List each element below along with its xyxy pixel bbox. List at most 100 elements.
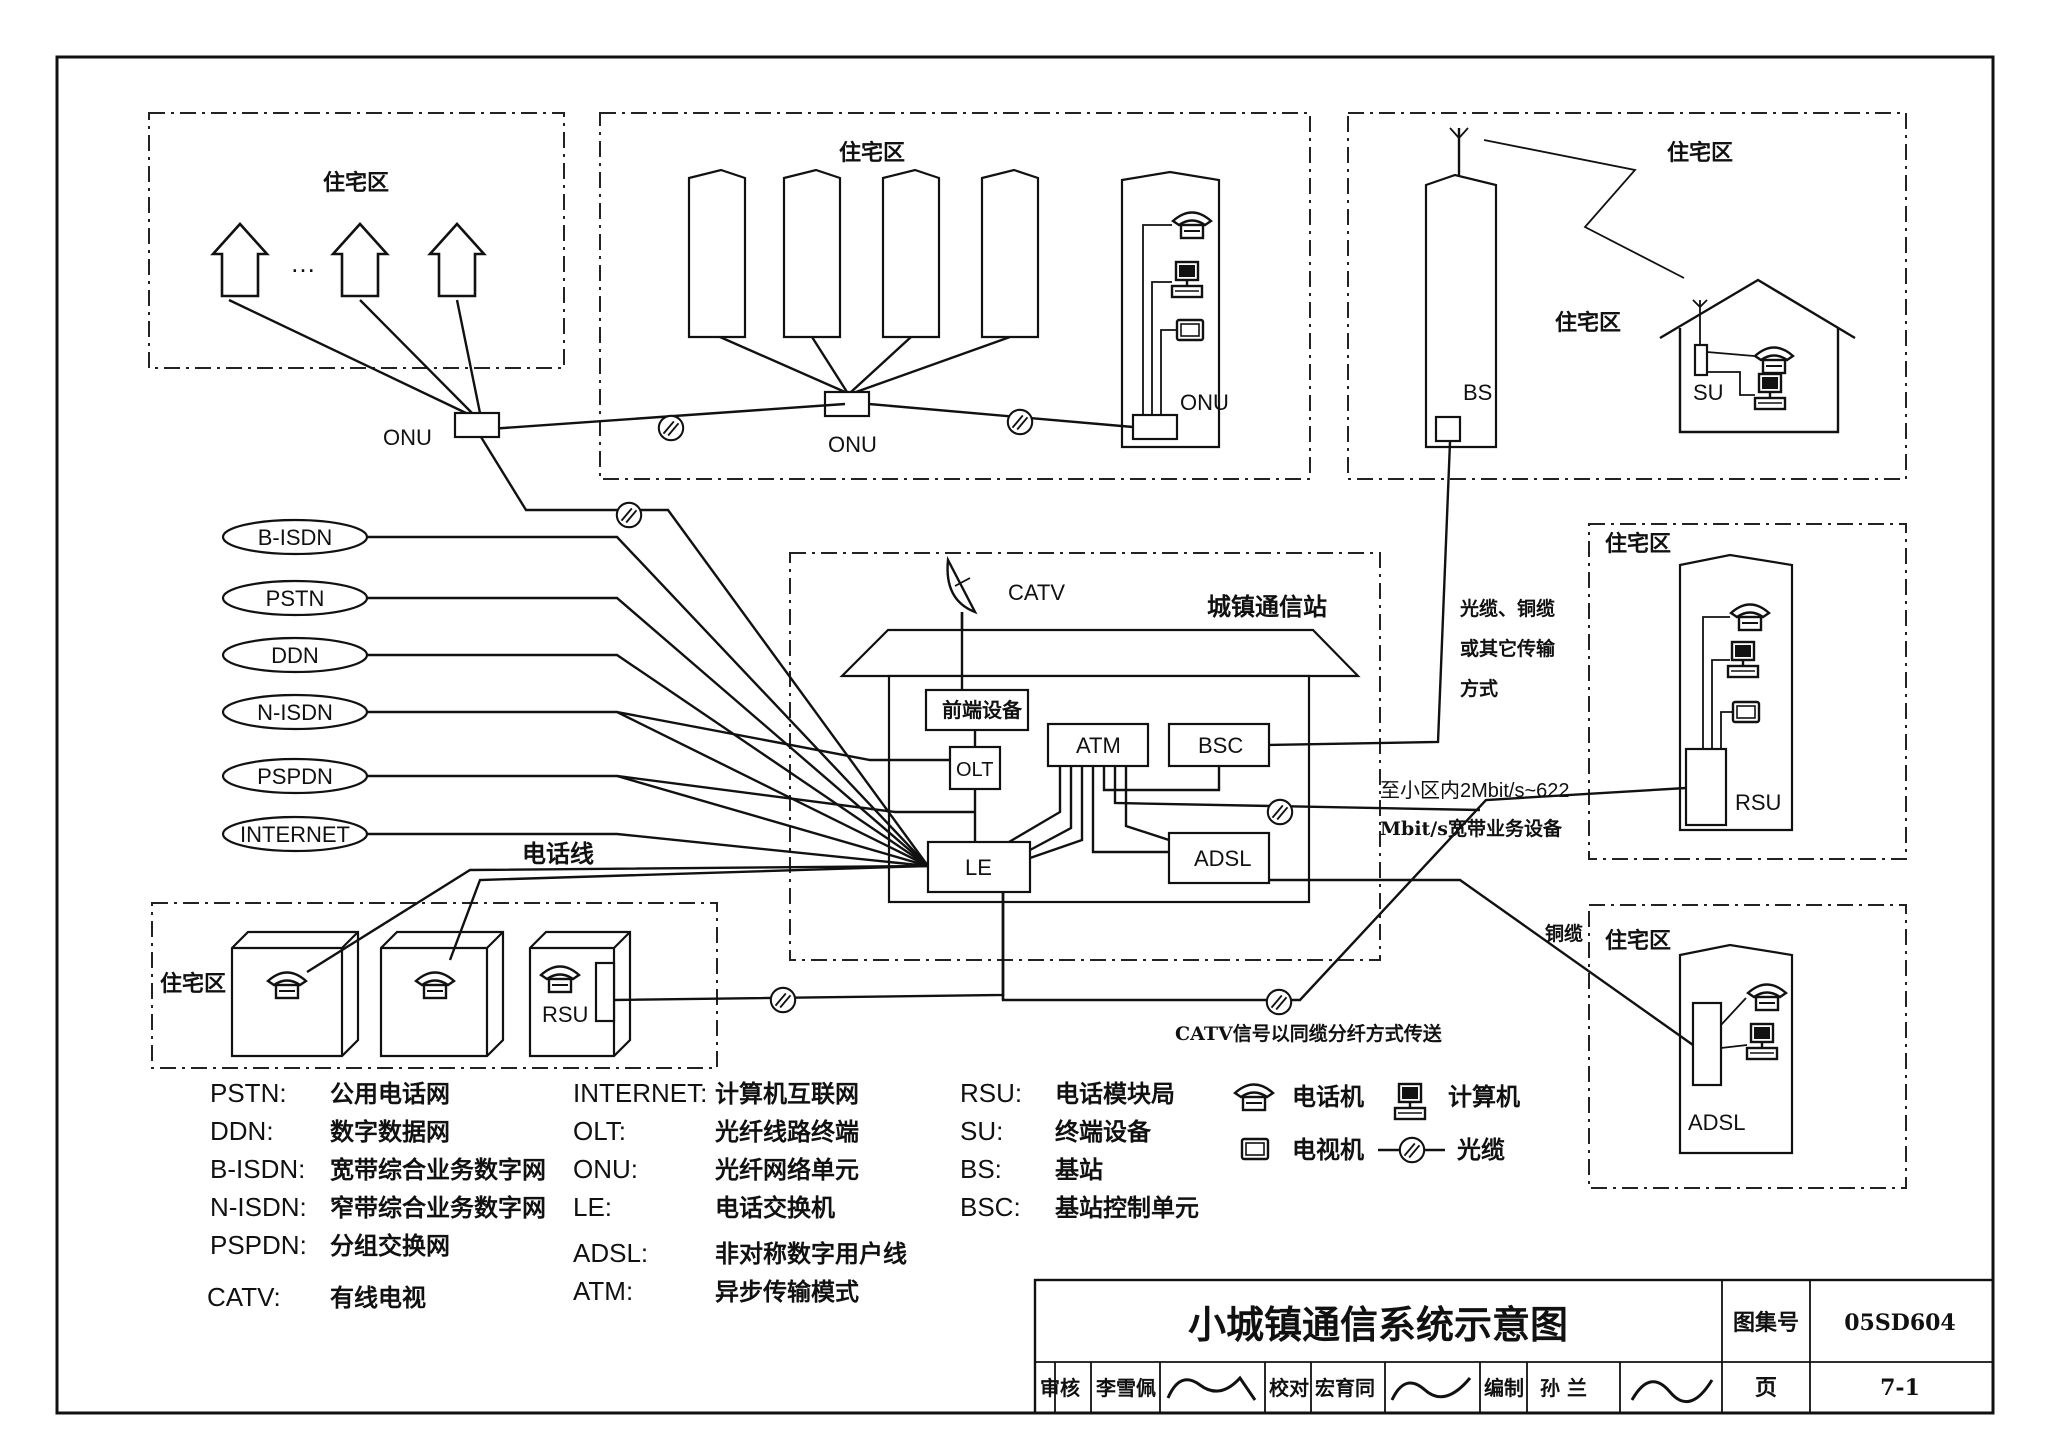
network-label: B-ISDN bbox=[258, 525, 333, 550]
atm-box bbox=[1046, 722, 1150, 768]
glossary-desc: 有线电视 bbox=[330, 1283, 426, 1312]
atm-label: ATM bbox=[1076, 733, 1121, 758]
residential-area-right-bottom: 住宅区 ADSL bbox=[1605, 928, 1794, 1155]
glossary-term: OLT: bbox=[573, 1116, 626, 1146]
residential-area-top-middle: 住宅区 ONU ONU bbox=[687, 140, 1229, 457]
adsl-label: ADSL bbox=[1194, 846, 1251, 871]
phone-line-label: 电话线 bbox=[522, 839, 594, 868]
bsc-label: BSC bbox=[1198, 733, 1243, 758]
bs-label: BS bbox=[1463, 380, 1492, 405]
satellite-dish-icon bbox=[946, 555, 978, 615]
area-label: 住宅区 bbox=[1605, 928, 1671, 954]
glossary-term: CATV: bbox=[207, 1282, 281, 1312]
checker-signature bbox=[1390, 1377, 1472, 1401]
sheet-border bbox=[55, 55, 1995, 1415]
network-label: PSTN bbox=[266, 586, 325, 611]
adsl-box bbox=[1167, 831, 1271, 885]
glossary-desc: 非对称数字用户线 bbox=[715, 1239, 907, 1268]
area-label: 住宅区 bbox=[1555, 310, 1621, 336]
glossary-desc: 电话模块局 bbox=[1055, 1079, 1175, 1108]
title-block: 小城镇通信系统示意图 图集号 05SD604 审核 李雪佩 校对 宏育同 编制 … bbox=[1033, 1278, 1995, 1415]
glossary-desc: 异步传输模式 bbox=[715, 1277, 859, 1306]
computer-icon bbox=[1170, 260, 1204, 299]
glossary-term: PSTN: bbox=[210, 1078, 287, 1108]
fiber-marker-icon bbox=[615, 501, 643, 529]
head-end-label: 前端设备 bbox=[942, 698, 1023, 722]
bs-unit bbox=[1434, 415, 1462, 443]
onu-box bbox=[823, 390, 871, 418]
glossary-term: PSPDN: bbox=[210, 1230, 307, 1260]
legend-label: 电话机 bbox=[1292, 1082, 1364, 1111]
transmission-note: 方式 bbox=[1460, 677, 1498, 700]
glossary-desc: 终端设备 bbox=[1055, 1117, 1152, 1146]
residential-area-top-right: BS 住宅区 住宅区 SU bbox=[1424, 127, 1856, 449]
glossary-desc: 电话交换机 bbox=[715, 1193, 835, 1222]
phone-icon bbox=[1233, 1083, 1275, 1112]
glossary-term: ATM: bbox=[573, 1276, 633, 1306]
onu-label: ONU bbox=[383, 425, 432, 450]
residential-area-right-middle: 住宅区 RSU bbox=[1605, 531, 1794, 832]
review-label: 审核 bbox=[1040, 1376, 1080, 1400]
onu-box bbox=[453, 411, 501, 439]
rsu-unit bbox=[594, 961, 616, 1023]
onu-label: ONU bbox=[828, 432, 877, 457]
rsu-label: RSU bbox=[1735, 790, 1781, 815]
area-label: 住宅区 bbox=[1667, 140, 1733, 166]
glossary-desc: 光纤网络单元 bbox=[714, 1155, 859, 1184]
glossary-desc: 光纤线路终端 bbox=[714, 1117, 859, 1146]
glossary-desc: 窄带综合业务数字网 bbox=[330, 1193, 546, 1222]
glossary: PSTN: 公用电话网 DDN: 数字数据网 B-ISDN: 宽带综合业务数字网… bbox=[207, 1078, 1199, 1312]
glossary-term: INTERNET: bbox=[573, 1078, 707, 1108]
rsu-unit bbox=[1684, 747, 1728, 827]
symbol-legend: 电话机 计算机 电视机 光缆 bbox=[1233, 1082, 1520, 1164]
area-label: 住宅区 bbox=[323, 170, 389, 196]
legend-label: 计算机 bbox=[1448, 1082, 1520, 1111]
edit-label: 编制 bbox=[1484, 1376, 1524, 1400]
trunk-lines bbox=[306, 402, 1694, 1046]
station-title: 城镇通信站 bbox=[1207, 592, 1327, 621]
network-label: INTERNET bbox=[240, 822, 350, 847]
glossary-term: DDN: bbox=[210, 1116, 274, 1146]
computer-icon bbox=[1753, 372, 1787, 411]
house-icon bbox=[331, 222, 389, 298]
tv-icon bbox=[1240, 1137, 1270, 1161]
building-icons bbox=[687, 168, 1221, 449]
area-label: 住宅区 bbox=[160, 971, 226, 997]
fiber-marker-icon bbox=[1006, 408, 1034, 436]
fiber-marker-icon bbox=[769, 986, 797, 1014]
broadband-note: 至小区内2Mbit/s~622 bbox=[1380, 779, 1570, 802]
network-label: DDN bbox=[271, 643, 319, 668]
olt-label: OLT bbox=[956, 759, 993, 781]
editor-name: 孙 兰 bbox=[1540, 1376, 1587, 1400]
external-networks: B-ISDN PSTN DDN N-ISDN PSPDN INTERNET bbox=[221, 518, 369, 853]
area-boundaries bbox=[148, 112, 1907, 1189]
onu-label: ONU bbox=[1180, 390, 1229, 415]
computer-icon bbox=[1745, 1022, 1779, 1061]
reviewer-name: 李雪佩 bbox=[1095, 1376, 1156, 1400]
le-box bbox=[926, 840, 1032, 894]
onu-box bbox=[1131, 413, 1179, 441]
phone-icon bbox=[1753, 346, 1795, 375]
house-icon bbox=[211, 222, 269, 298]
legend-label: 光缆 bbox=[1456, 1135, 1505, 1164]
houses-ellipsis: … bbox=[290, 248, 316, 278]
fiber-icon bbox=[1398, 1136, 1426, 1164]
glossary-term: N-ISDN: bbox=[210, 1192, 307, 1222]
glossary-term: ADSL: bbox=[573, 1238, 648, 1268]
atlas-number: 05SD604 bbox=[1844, 1310, 1956, 1336]
bs-tower bbox=[1424, 173, 1498, 449]
glossary-desc: 宽带综合业务数字网 bbox=[330, 1155, 546, 1184]
adsl-label: ADSL bbox=[1688, 1110, 1745, 1135]
glossary-desc: 分组交换网 bbox=[330, 1231, 450, 1260]
glossary-term: BS: bbox=[960, 1154, 1002, 1184]
catv-note: CATV信号以同缆分纤方式传送 bbox=[1175, 1022, 1443, 1045]
broadband-note: Mbit/s宽带业务设备 bbox=[1380, 817, 1563, 840]
page-number: 7-1 bbox=[1880, 1375, 1920, 1401]
check-label: 校对 bbox=[1269, 1376, 1309, 1400]
adsl-unit bbox=[1691, 1001, 1723, 1087]
copper-label: 铜缆 bbox=[1545, 922, 1583, 945]
glossary-term: BSC: bbox=[960, 1192, 1021, 1222]
rsu-label: RSU bbox=[542, 1002, 588, 1027]
glossary-term: SU: bbox=[960, 1116, 1003, 1146]
catv-label: CATV bbox=[1008, 580, 1065, 605]
